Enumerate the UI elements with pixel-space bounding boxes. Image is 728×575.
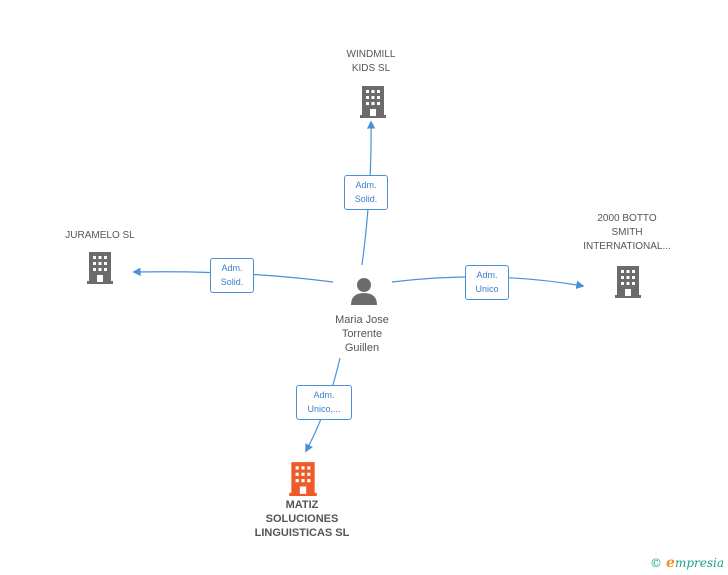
- brand-logo-e: e: [666, 555, 675, 571]
- building-icon-juramelo[interactable]: [85, 250, 115, 284]
- building-icon-botto[interactable]: [613, 264, 643, 298]
- node-label-juramelo[interactable]: JURAMELO SL: [65, 230, 135, 241]
- person-icon[interactable]: [351, 278, 377, 305]
- relation-badge-matiz[interactable]: Adm. Unico,...: [296, 385, 352, 420]
- relation-badge-juramelo[interactable]: Adm. Solid.: [210, 258, 254, 293]
- copyright-symbol: ©: [650, 556, 663, 570]
- relation-badge-windmill[interactable]: Adm. Solid.: [344, 175, 388, 210]
- relation-badge-botto[interactable]: Adm. Unico: [465, 265, 509, 300]
- brand-logo-text: mpresia: [674, 556, 724, 570]
- brand-footer: ©empresia: [650, 555, 724, 571]
- node-label-matiz[interactable]: MATIZ SOLUCIONES LINGUISTICAS SL: [254, 499, 350, 539]
- building-icon-matiz[interactable]: [287, 460, 319, 496]
- building-icon-windmill[interactable]: [358, 84, 388, 118]
- person-label[interactable]: Maria Jose Torrente Guillen: [335, 314, 389, 354]
- node-label-windmill[interactable]: WINDMILL KIDS SL: [346, 49, 396, 74]
- node-label-botto[interactable]: 2000 BOTTO SMITH INTERNATIONAL...: [583, 213, 671, 252]
